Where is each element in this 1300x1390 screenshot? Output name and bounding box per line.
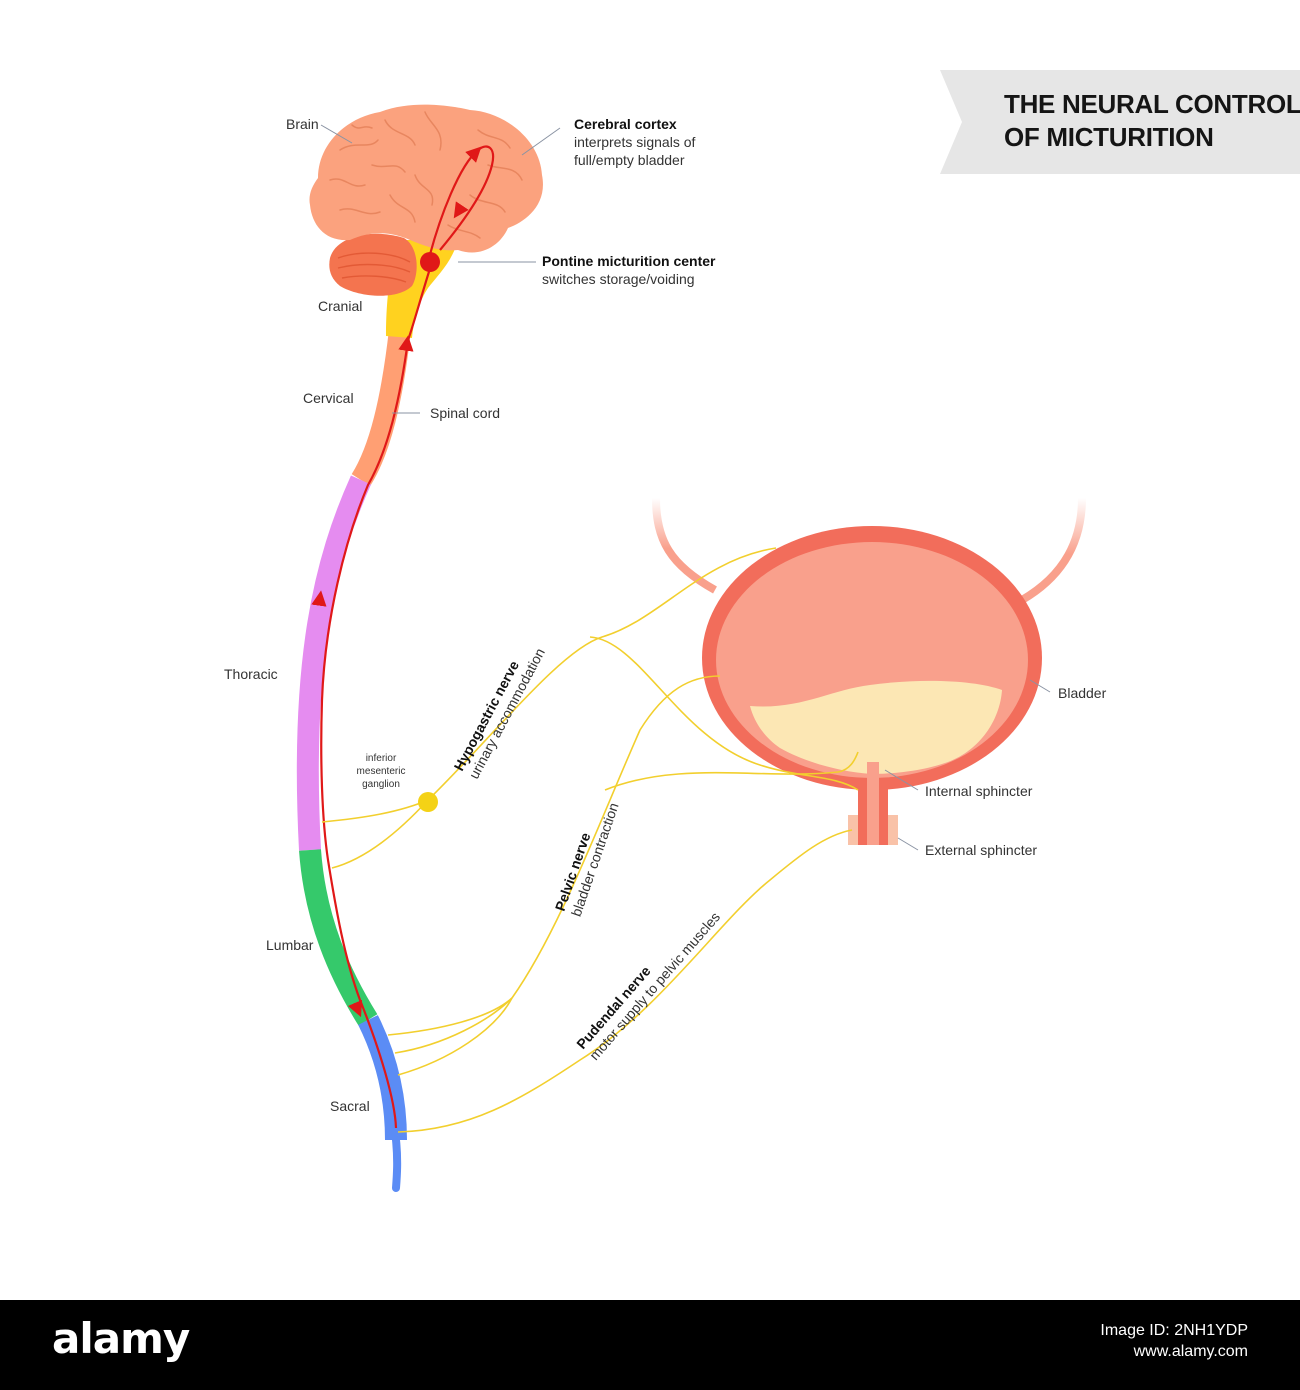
pontine-micturition-center-dot xyxy=(420,252,440,272)
label-img-2: mesenteric xyxy=(357,766,406,777)
segment-lumbar xyxy=(299,849,378,1026)
arrow-upper-cord xyxy=(398,335,414,352)
brain xyxy=(309,104,543,296)
label-cranial: Cranial xyxy=(318,298,362,314)
urethra-lumen xyxy=(867,762,879,845)
external-sphincter-left xyxy=(848,815,858,845)
nerve-pelvic-b xyxy=(394,997,513,1054)
nerve-pelvic-branch xyxy=(604,751,859,791)
micturition-diagram: Brain Cerebral cortex interprets signals… xyxy=(224,104,1107,1192)
external-sphincter-right xyxy=(888,815,898,845)
label-pmc-desc: switches storage/voiding xyxy=(542,271,695,287)
label-img-1: inferior xyxy=(366,753,397,764)
nerve-hypogastric-b xyxy=(331,799,429,869)
cerebrum xyxy=(309,104,543,253)
label-cortex-desc2: full/empty bladder xyxy=(574,152,685,168)
label-img-3: ganglion xyxy=(362,779,400,790)
label-spinal-cord: Spinal cord xyxy=(430,405,500,421)
title-banner xyxy=(940,70,1300,174)
website: www.alamy.com xyxy=(1133,1343,1248,1360)
leader-lines xyxy=(320,124,1051,851)
footer-bar: alamy Image ID: 2NH1YDP www.alamy.com xyxy=(0,1300,1300,1390)
alamy-logo: alamy xyxy=(52,1314,190,1363)
nerve-hypogastric-main xyxy=(427,547,777,801)
label-cervical: Cervical xyxy=(303,390,354,406)
label-brain: Brain xyxy=(286,116,319,132)
ureter-right xyxy=(1019,497,1086,604)
nerve-hypogastric-branch xyxy=(589,636,859,791)
bladder xyxy=(652,497,1086,845)
ureter-left xyxy=(652,497,717,594)
title-line-1: THE NEURAL CONTROL xyxy=(1004,89,1300,119)
label-pmc-title: Pontine micturition center xyxy=(542,253,716,269)
label-pudendal-desc: motor supply to pelvic muscles xyxy=(586,909,723,1063)
arrow-cortex xyxy=(465,146,482,163)
label-lumbar: Lumbar xyxy=(266,937,314,953)
nerve-pelvic-main xyxy=(511,675,721,999)
label-internal-sphincter: Internal sphincter xyxy=(925,783,1033,799)
segment-cervical xyxy=(351,328,411,486)
label-external-sphincter: External sphincter xyxy=(925,842,1037,858)
page-title: THE NEURAL CONTROL OF MICTURITION xyxy=(1004,88,1300,154)
nerves xyxy=(321,547,859,1133)
label-thoracic: Thoracic xyxy=(224,666,278,682)
segment-thoracic xyxy=(296,475,372,851)
sacral-tail xyxy=(392,1136,402,1192)
arrow-lumbar xyxy=(347,999,363,1018)
arrow-thoracic xyxy=(311,590,327,607)
label-cortex-title: Cerebral cortex xyxy=(574,116,677,132)
inferior-mesenteric-ganglion xyxy=(418,792,438,812)
segment-sacral xyxy=(358,1015,407,1141)
nerve-hypogastric-a xyxy=(321,799,429,823)
signal-pathway xyxy=(311,145,495,1129)
label-cortex-desc1: interprets signals of xyxy=(574,134,696,150)
bladder-urine xyxy=(750,680,1002,774)
signal-ascending-loop xyxy=(426,145,495,263)
image-id: Image ID: 2NH1YDP xyxy=(1100,1322,1248,1339)
label-bladder: Bladder xyxy=(1058,685,1107,701)
nerve-pelvic-a xyxy=(387,997,513,1036)
nerve-pudendal xyxy=(397,829,853,1133)
nerve-pelvic-c xyxy=(397,997,513,1076)
arrow-mid-loop xyxy=(453,201,469,219)
label-sacral: Sacral xyxy=(330,1098,370,1114)
title-line-2: OF MICTURITION xyxy=(1004,122,1214,152)
image-id-block: Image ID: 2NH1YDP www.alamy.com xyxy=(1100,1320,1248,1362)
